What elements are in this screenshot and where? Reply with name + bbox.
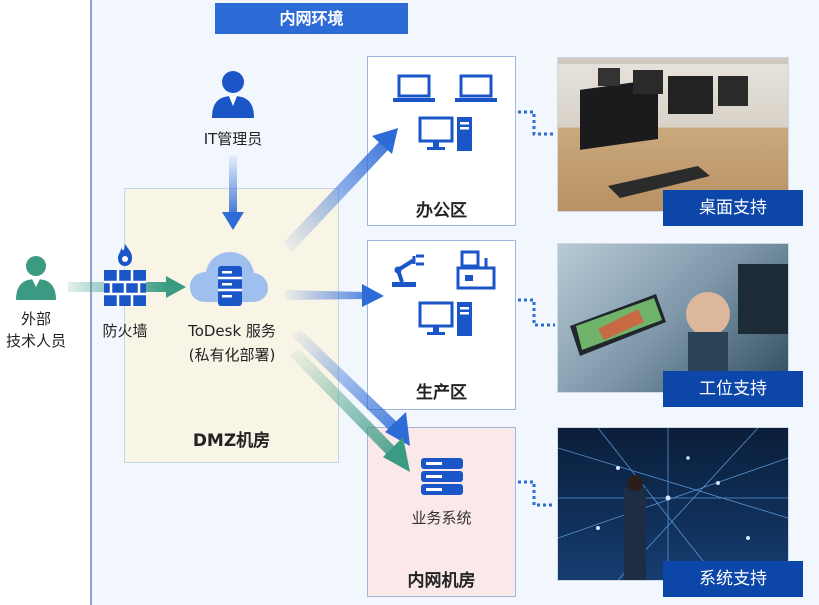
tablet-illustration: [570, 264, 788, 392]
firewall-icon: [104, 244, 146, 306]
production-zone-label: 生产区: [416, 383, 467, 403]
firewall-label: 防火墙: [102, 322, 148, 340]
datacenter-photo: [557, 427, 789, 581]
intranet-banner: 内网环境: [215, 3, 408, 34]
dmz-label: DMZ机房: [192, 431, 271, 451]
dotted-connector-office: [518, 110, 555, 136]
desktop-support-tag: 桌面支持: [663, 190, 803, 226]
desktop-computer-icon: [418, 116, 472, 151]
workstation-support-tag: 工位支持: [663, 371, 803, 407]
industrial-tablet-photo: [557, 243, 789, 393]
intranet-room-label: 内网机房: [407, 571, 476, 591]
todesk-label-line2: (私有化部署): [188, 346, 276, 364]
external-label-line2: 技术人员: [5, 332, 66, 350]
external-label-line1: 外部: [20, 310, 51, 328]
arrow-to-business-blue: [292, 329, 410, 446]
network-lines-illustration: [558, 428, 788, 580]
monitor-illustration: [558, 58, 788, 198]
business-system-label: 业务系统: [411, 509, 472, 527]
laptop-icon: [393, 74, 435, 102]
machine-icon: [456, 250, 496, 290]
arrow-to-office: [283, 128, 398, 253]
dotted-connector-system: [518, 480, 555, 507]
office-zone-label: 办公区: [416, 201, 467, 221]
system-support-tag: 系统支持: [663, 561, 803, 597]
it-admin-icon: [212, 71, 254, 118]
it-admin-label: IT管理员: [203, 130, 263, 148]
arrow-it-to-todesk: [222, 155, 244, 230]
office-computers-photo: [557, 57, 789, 212]
server-stack-icon: [421, 458, 463, 495]
cloud-server-icon: [190, 252, 268, 306]
laptop-icon: [455, 74, 497, 102]
todesk-label-line1: ToDesk 服务: [188, 322, 276, 340]
desktop-computer-icon: [418, 301, 472, 336]
arrow-to-production: [285, 284, 384, 307]
external-person-icon: [16, 256, 56, 300]
dotted-connector-production: [518, 298, 555, 327]
robot-arm-icon: [392, 254, 424, 287]
arrow-to-business-green: [290, 348, 410, 472]
